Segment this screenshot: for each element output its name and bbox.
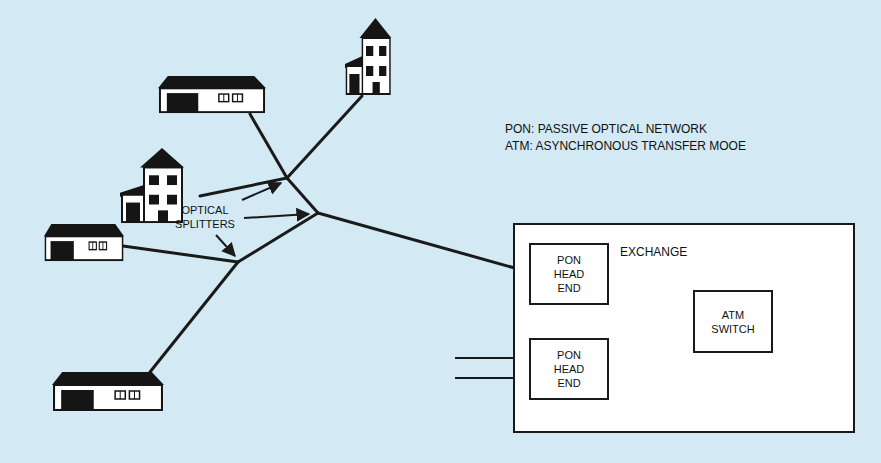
exchange-box: EXCHANGE PON HEAD END PON HEAD END ATM SWIT… — [513, 223, 855, 433]
abbreviation-note: ATM: ASYNCHRONOUS TRANSFER MOOE — [505, 139, 746, 153]
head-end-box: PON HEAD END — [529, 338, 609, 400]
head-end-box: PON HEAD END — [529, 243, 609, 305]
abbreviation-note: PON: PASSIVE OPTICAL NETWORK — [505, 122, 707, 136]
box-label: PON HEAD END — [548, 253, 590, 295]
house — [44, 224, 124, 260]
house — [120, 148, 184, 222]
house — [158, 76, 266, 112]
callout-label: OPTICAL SPLITTERS — [160, 203, 250, 231]
house — [52, 372, 164, 410]
box-label: PON HEAD END — [548, 348, 590, 390]
box-label: ATM SWITCH — [705, 308, 761, 336]
box-heading: EXCHANGE — [620, 245, 687, 259]
fibre-tree — [123, 96, 529, 372]
house — [345, 18, 391, 94]
switch-box: ATM SWITCH — [693, 290, 773, 353]
